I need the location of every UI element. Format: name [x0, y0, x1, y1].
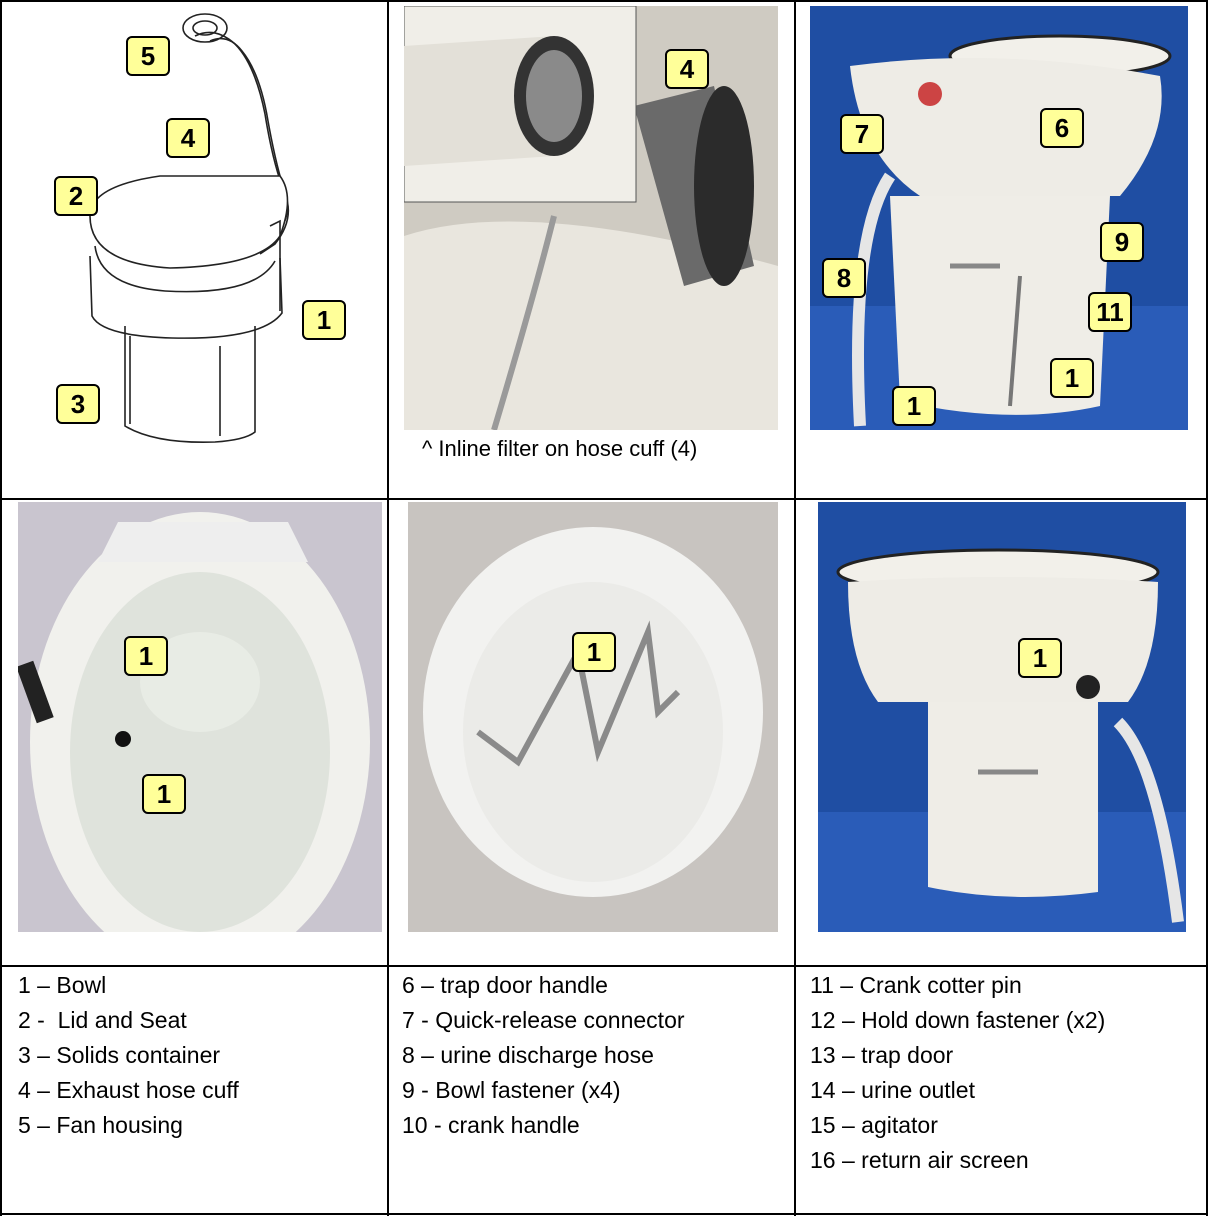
callout-7: 7 [840, 114, 884, 154]
legend-item: 11 – Crank cotter pin [810, 972, 1022, 998]
legend-item: 7 - Quick-release connector [402, 1007, 685, 1033]
callout-1: 1 [892, 386, 936, 426]
table-border-top [0, 0, 1208, 2]
table-col-divider [794, 0, 796, 1216]
table-row-divider [0, 965, 1208, 967]
legend-item: 16 – return air screen [810, 1147, 1029, 1173]
table-border-bottom [0, 1213, 1208, 1215]
legend-col-2: 6 – trap door handle 7 - Quick-release c… [402, 968, 685, 1143]
legend-item: 13 – trap door [810, 1042, 954, 1068]
hose-cuff-photo [404, 6, 778, 430]
legend-item: 1 – Bowl [18, 972, 107, 998]
callout-1: 1 [1050, 358, 1094, 398]
legend-item: 14 – urine outlet [810, 1077, 975, 1103]
legend-col-3: 11 – Crank cotter pin 12 – Hold down fas… [810, 968, 1105, 1178]
callout-4: 4 [166, 118, 210, 158]
legend-item: 2 - Lid and Seat [18, 1007, 187, 1033]
toilet-back-photo [818, 502, 1186, 932]
legend-item: 3 – Solids container [18, 1042, 221, 1068]
agitator-photo [408, 502, 778, 932]
callout-1: 1 [1018, 638, 1062, 678]
callout-1: 1 [142, 774, 186, 814]
table-col-divider [387, 0, 389, 1216]
toilet-line-drawing [20, 6, 370, 466]
legend-item: 5 – Fan housing [18, 1112, 183, 1138]
callout-1: 1 [124, 636, 168, 676]
table-row-divider [0, 498, 1208, 500]
callout-9: 9 [1100, 222, 1144, 262]
legend-item: 12 – Hold down fastener (x2) [810, 1007, 1106, 1033]
table-border-right [1206, 0, 1208, 1216]
callout-4: 4 [665, 49, 709, 89]
legend-item: 15 – agitator [810, 1112, 938, 1138]
table-border-left [0, 0, 2, 1216]
filter-caption: ^ Inline filter on hose cuff (4) [422, 436, 698, 461]
legend-col-1: 1 – Bowl 2 - Lid and Seat 3 – Solids con… [18, 968, 239, 1143]
callout-8: 8 [822, 258, 866, 298]
callout-2: 2 [54, 176, 98, 216]
legend-item: 6 – trap door handle [402, 972, 608, 998]
callout-6: 6 [1040, 108, 1084, 148]
callout-5: 5 [126, 36, 170, 76]
callout-1: 1 [572, 632, 616, 672]
legend-item: 8 – urine discharge hose [402, 1042, 654, 1068]
callout-1: 1 [302, 300, 346, 340]
legend-item: 4 – Exhaust hose cuff [18, 1077, 239, 1103]
legend-item: 9 - Bowl fastener (x4) [402, 1077, 621, 1103]
callout-3: 3 [56, 384, 100, 424]
legend-item: 10 - crank handle [402, 1112, 580, 1138]
toilet-side-photo [810, 6, 1188, 430]
callout-11: 11 [1088, 292, 1132, 332]
bowl-top-photo [18, 502, 382, 932]
